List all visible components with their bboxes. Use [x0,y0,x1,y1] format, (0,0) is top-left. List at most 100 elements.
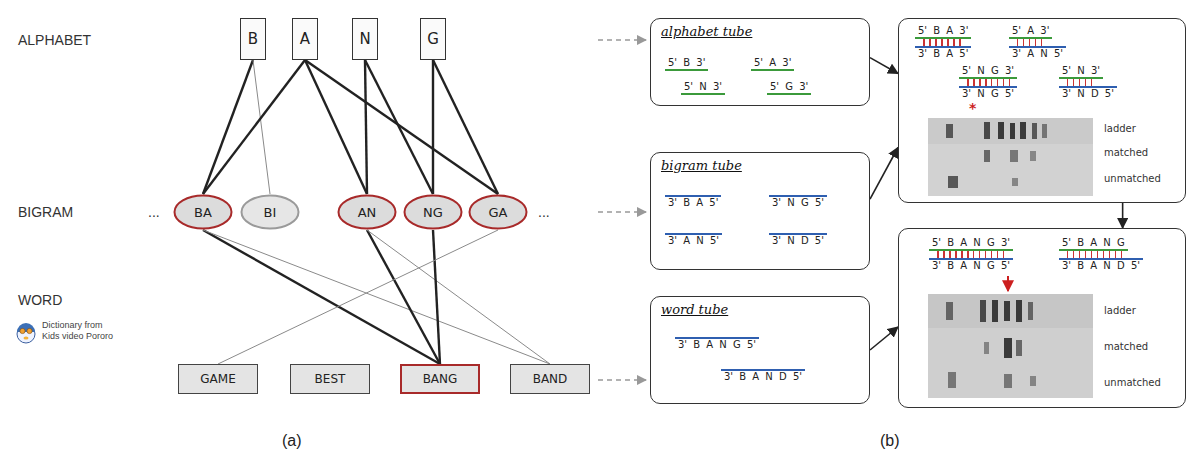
dna-strand: 3' N D 5' [1059,86,1117,100]
letter-box: N [352,18,378,60]
connector [203,230,550,364]
word-box: BANG [400,364,480,394]
dna-strand: 5' N 3' [1059,65,1103,79]
gel-lane-label: matched [1104,341,1148,353]
node-label: G [427,30,439,48]
dna-strand: 5' G 3' [767,81,811,95]
dna-strand: 3' B A N G 5' [675,337,759,351]
node-label: BAND [533,372,568,386]
connector [870,58,898,74]
node-label: BA [194,205,212,220]
tube-box: 5' B A 3'3' B A 5'5' A 3'3' A N 5'5' N G… [898,18,1186,203]
connector [433,230,440,364]
bigram-ellipse: AN [337,194,397,230]
dna-strand: 3' N D 5' [769,233,827,247]
letter-box: B [240,18,266,60]
base-pair-rungs [1017,39,1046,46]
node-label: BI [264,205,277,220]
letter-box: A [292,18,318,60]
node-label: BEST [315,372,346,386]
dna-strand: 3' B A N D 5' [721,369,805,383]
tube-title: alphabet tube [661,24,752,40]
dna-strand: 5' B 3' [665,57,708,71]
gel-lane-label: ladder [1104,123,1136,135]
dna-strand: 3' N G 5' [769,195,827,209]
ellipse-shape [339,196,396,229]
node-label: BANG [423,372,458,386]
dashed-arrow [598,211,646,213]
dna-strand: 5' N G 3' [959,65,1017,79]
connector [870,327,898,350]
ellipsis: ... [538,204,550,220]
dna-strand: 3' B A 5' [665,195,721,209]
word-box: BEST [290,364,370,394]
connector [870,148,898,200]
bigram-ellipse: BI [240,194,300,230]
base-pair-rungs [923,39,965,46]
dna-strand: 3' B A N G 5' [929,258,1013,272]
tube-box: alphabet tube 5' B 3' 5' A 3' 5' N 3' 5' G 3… [650,18,870,106]
dna-strand: 3' B A N D 5' [1059,258,1143,272]
node-label: GA [489,205,508,220]
dna-strand: 5' A 3' [1009,25,1052,39]
pororo-icon [17,323,35,343]
bigram-ellipse: GA [468,194,528,230]
ellipse-shape [175,196,232,229]
dna-strand: 5' B A N G 3' [929,237,1013,251]
base-pair-rungs [1067,79,1097,86]
node-label: A [300,30,310,48]
tube-box: word tube 3' B A N G 5' 3' B A N D 5' [650,296,870,404]
dna-strand: 5' N 3' [681,81,725,95]
tube-title: word tube [661,302,728,318]
connector [433,60,498,194]
marker-arrow [1007,276,1009,291]
level-label: BIGRAM [18,204,73,220]
base-pair-rungs [967,79,1011,86]
node-label: AN [358,205,377,220]
base-pair-rungs [937,251,1007,258]
base-pair-rungs [1067,251,1122,258]
tube-box: 5' B A N G 3' 3' B A N G 5' 5' B A N G 3' B… [898,228,1186,408]
dna-strand: 5' A 3' [751,57,794,71]
connector [305,60,498,194]
ellipsis: ... [148,204,160,220]
connector [1122,203,1124,228]
connector [367,230,440,364]
connector [365,60,367,194]
dashed-arrows [598,40,646,380]
node-label: NG [423,205,443,220]
node-label: GAME [200,372,235,386]
gel-lane-label: unmatched [1104,173,1161,185]
tube-box: bigram tube 3' B A 5' 3' N G 5' 3' A N 5' 3'… [650,152,870,270]
source-note: Dictionary from Kids video Pororo [42,320,122,342]
connector [203,230,440,364]
dna-strand: 3' A N 5' [665,233,722,247]
node-label: N [359,30,370,48]
tube-title: bigram tube [661,158,742,174]
ellipse-shape [470,196,527,229]
gel-lane-label: matched [1104,147,1148,159]
word-box: BAND [510,364,590,394]
level-label: ALPHABET [18,32,91,48]
marker-star: * [969,101,976,115]
gel-lane-label: unmatched [1104,377,1161,389]
panel-caption: (a) [282,432,302,450]
dashed-arrow [598,39,646,41]
dna-strand: 3' N G 5' [959,86,1017,100]
connector [432,60,434,194]
connector [203,60,305,194]
connector [203,60,253,194]
dna-strand: 3' B A 5' [915,46,971,60]
connector [218,230,498,364]
connector [253,60,270,194]
ellipse-shape [242,196,299,229]
bigram-ellipse: BA [173,194,233,230]
letter-box: G [420,18,446,60]
level-label: WORD [18,292,62,308]
node-label: B [248,30,258,48]
dna-strand: 5' B A N G [1059,237,1128,251]
bigram-ellipse: NG [403,194,463,230]
connector [367,230,550,364]
dashed-arrow [598,379,646,381]
